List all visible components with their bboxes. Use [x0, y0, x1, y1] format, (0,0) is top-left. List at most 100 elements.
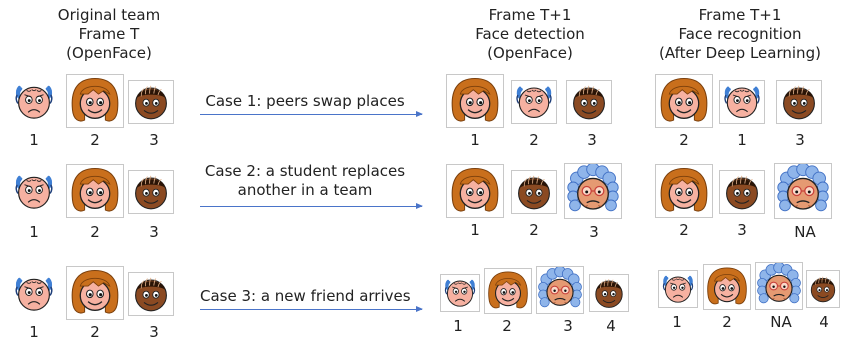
old-lady-face-icon	[565, 164, 621, 218]
case1-detection-label-3: 3	[587, 131, 597, 149]
case1-text: Case 1: peers swap places	[200, 92, 410, 111]
case3-detection-face-2	[484, 268, 532, 314]
case3-original-face-2	[66, 266, 124, 320]
dark-boy-face-icon	[129, 273, 173, 315]
case2-detection-label-2: 2	[529, 221, 539, 239]
case3-recognition-face-4	[806, 270, 840, 308]
girl-face-icon	[67, 267, 123, 319]
case2-recognition-face-1	[655, 164, 713, 218]
case2-original-label-3: 3	[149, 223, 159, 241]
case2-original-face-3	[128, 170, 174, 214]
girl-face-icon	[67, 165, 123, 217]
dark-boy-face-icon	[129, 171, 173, 213]
old-lady-face-icon	[775, 164, 831, 218]
sad-boy-face-icon	[12, 80, 56, 124]
case1-detection-label-2: 2	[529, 131, 539, 149]
girl-face-icon	[447, 165, 503, 217]
case1-original-face-3	[128, 80, 174, 124]
case2-recognition-face-2	[719, 170, 765, 214]
sad-boy-face-icon	[12, 272, 56, 316]
case1-detection-face-2	[511, 80, 557, 124]
case1-detection-face-3	[566, 80, 612, 124]
case2-recognition-label-3: NA	[794, 223, 816, 241]
case3-text: Case 3: a new friend arrives	[200, 287, 411, 306]
case1-original-label-3: 3	[149, 131, 159, 149]
case1-recognition-label-1: 2	[679, 131, 689, 149]
case2-original-face-1	[12, 170, 56, 214]
header-detection-line-1: Frame T+1	[488, 6, 572, 24]
case3-recognition-label-4: 4	[819, 313, 829, 331]
dark-boy-face-icon	[567, 81, 611, 123]
case2-recognition-face-3	[774, 163, 832, 219]
case2-text-line-1: Case 2: a student replaces	[204, 162, 406, 180]
case3-recognition-face-1	[658, 270, 698, 308]
header-recognition-line-2: Face recognition	[678, 25, 802, 43]
sad-boy-face-icon	[12, 170, 56, 214]
case3-arrow	[200, 306, 423, 312]
case2-arrow	[200, 203, 423, 209]
case3-original-label-1: 1	[29, 323, 39, 341]
header-original-line-2: Frame T	[78, 25, 140, 43]
dark-boy-face-icon	[807, 271, 839, 307]
case2-recognition-label-1: 2	[679, 221, 689, 239]
case2-recognition-label-2: 3	[737, 221, 747, 239]
case2-original-face-2	[66, 164, 124, 218]
case2-detection-face-3	[564, 163, 622, 219]
case1-original-face-1	[12, 80, 56, 124]
sad-boy-face-icon	[720, 81, 764, 123]
case3-detection-face-4	[589, 274, 629, 312]
case1-recognition-label-2: 1	[737, 131, 747, 149]
header-detection-line-2: Face detection	[475, 25, 585, 43]
case1-recognition-face-2	[719, 80, 765, 124]
case3-original-face-1	[12, 272, 56, 316]
case3-recognition-label-1: 1	[672, 313, 682, 331]
case2-text: Case 2: a student replaces another in a …	[200, 162, 410, 200]
dark-boy-face-icon	[590, 275, 628, 311]
header-original: Original team Frame T (OpenFace)	[34, 6, 184, 63]
case1-original-label-1: 1	[29, 131, 39, 149]
dark-boy-face-icon	[720, 171, 764, 213]
case3-recognition-face-3	[755, 262, 803, 310]
case3-original-label-3: 3	[149, 323, 159, 341]
header-recognition: Frame T+1 Face recognition (After Deep L…	[645, 6, 835, 63]
case3-original-face-3	[128, 272, 174, 316]
header-detection: Frame T+1 Face detection (OpenFace)	[455, 6, 605, 63]
case3-original-label-2: 2	[90, 323, 100, 341]
case3-detection-label-2: 2	[502, 317, 512, 335]
case1-original-face-2	[66, 74, 124, 128]
girl-face-icon	[704, 265, 750, 309]
case2-text-line-2: another in a team	[237, 181, 373, 199]
girl-face-icon	[656, 75, 712, 127]
case2-detection-face-1	[446, 164, 504, 218]
sad-boy-face-icon	[441, 275, 479, 311]
case1-detection-face-1	[446, 74, 504, 128]
case3-recognition-label-3: NA	[770, 313, 792, 331]
header-original-line-3: (OpenFace)	[66, 44, 152, 62]
header-original-line-1: Original team	[57, 6, 161, 24]
case1-arrow	[200, 111, 423, 117]
case2-original-label-2: 2	[90, 223, 100, 241]
old-lady-face-icon	[537, 267, 583, 313]
girl-face-icon	[485, 269, 531, 313]
case2-original-label-1: 1	[29, 223, 39, 241]
case1-text-line-1: Case 1: peers swap places	[205, 92, 405, 110]
header-detection-line-3: (OpenFace)	[487, 44, 573, 62]
sad-boy-face-icon	[659, 271, 697, 307]
dark-boy-face-icon	[777, 81, 821, 123]
case2-detection-face-2	[511, 170, 557, 214]
case1-detection-label-1: 1	[470, 131, 480, 149]
case3-detection-label-3: 3	[563, 317, 573, 335]
girl-face-icon	[447, 75, 503, 127]
case3-recognition-face-2	[703, 264, 751, 310]
case2-detection-label-1: 1	[470, 221, 480, 239]
case1-recognition-face-3	[776, 80, 822, 124]
case3-detection-label-4: 4	[606, 317, 616, 335]
case3-recognition-label-2: 2	[722, 313, 732, 331]
case1-recognition-label-3: 3	[795, 131, 805, 149]
case3-detection-label-1: 1	[453, 317, 463, 335]
header-recognition-line-3: (After Deep Learning)	[659, 44, 821, 62]
old-lady-face-icon	[756, 263, 802, 309]
case3-detection-face-3	[536, 266, 584, 314]
dark-boy-face-icon	[129, 81, 173, 123]
girl-face-icon	[656, 165, 712, 217]
